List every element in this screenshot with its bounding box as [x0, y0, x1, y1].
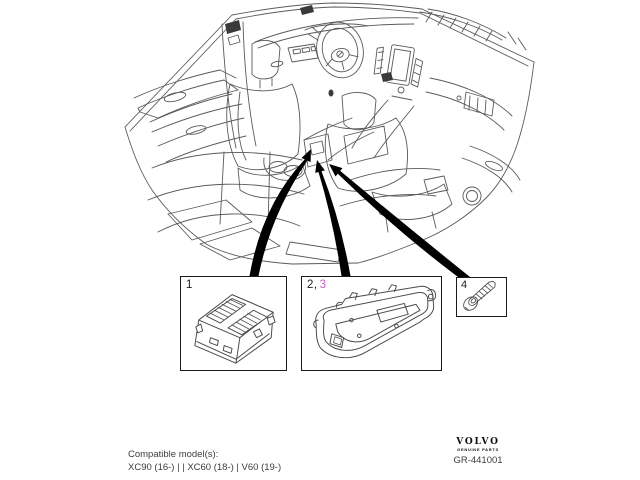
volvo-logo-tagline: GENUINE PARTS: [457, 447, 499, 452]
arrow-part-1: [249, 149, 311, 276]
part-box-4[interactable]: 4: [456, 277, 507, 317]
part-number-2: 2,: [307, 279, 318, 291]
steering-wheel: [316, 21, 364, 79]
control-module-illustration: [194, 294, 276, 364]
dark-accents: [225, 5, 393, 97]
callout-arrows: [249, 149, 470, 277]
arrow-part-4: [329, 164, 470, 277]
arrow-part-2-3: [315, 160, 351, 276]
volvo-logo: VOLVO: [456, 437, 500, 447]
part-box-2-3[interactable]: 2,3: [301, 276, 442, 371]
center-touchscreen: [373, 44, 424, 88]
console-housing-illustration: [313, 284, 437, 359]
compatibility-heading: Compatible model(s):: [128, 449, 219, 460]
part-number-3-highlight: 3: [319, 279, 327, 291]
part-number-label: 1: [186, 279, 193, 291]
drawing-number: GR-441001: [453, 455, 503, 466]
part-box-1[interactable]: 1: [180, 276, 287, 371]
brand-block: VOLVO GENUINE PARTS GR-441001: [437, 437, 519, 466]
compatibility-models: XC90 (16-) | | XC60 (18-) | V60 (19-): [128, 461, 282, 473]
screw-illustration: [463, 280, 496, 311]
front-left-seat: [226, 40, 311, 199]
compatibility-note: Compatible model(s): XC90 (16-) | | XC60…: [128, 449, 281, 474]
cabin-line-art: [124, 2, 535, 265]
part-number-label: 2,3: [307, 278, 327, 292]
part-number-label: 4: [461, 279, 468, 291]
